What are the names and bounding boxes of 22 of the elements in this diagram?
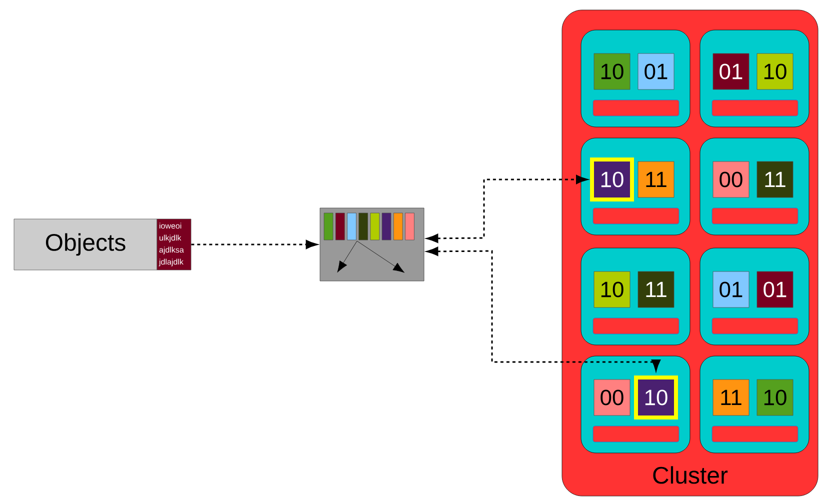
- data-block: 01: [712, 271, 750, 308]
- data-block: 11: [638, 271, 674, 308]
- objects-box: Objects ioweoi ulkjdlk ajdlksa jdlajdlk: [14, 218, 192, 270]
- data-block: 00: [712, 161, 750, 198]
- data-block: 10: [756, 379, 794, 416]
- data-block: 10: [594, 271, 630, 308]
- arrow: [426, 246, 660, 371]
- data-block: 11: [638, 161, 674, 198]
- arrow: [426, 175, 588, 243]
- data-block: 11: [756, 161, 794, 198]
- highlighted-block: 10: [590, 158, 634, 202]
- placement-box: [320, 208, 424, 282]
- data-block: 11: [712, 379, 750, 416]
- data-block: 01: [756, 271, 794, 308]
- highlighted-block: 10: [634, 376, 678, 420]
- node-label: ioweoi ulkjdlk ajdlksa jdlajdlk: [158, 222, 184, 266]
- data-block: 01: [638, 53, 674, 90]
- data-block: 01: [712, 53, 750, 90]
- data-block: 10: [756, 53, 794, 90]
- arrow: [191, 240, 318, 249]
- data-block: 10: [594, 53, 630, 90]
- data-block: 00: [594, 379, 630, 416]
